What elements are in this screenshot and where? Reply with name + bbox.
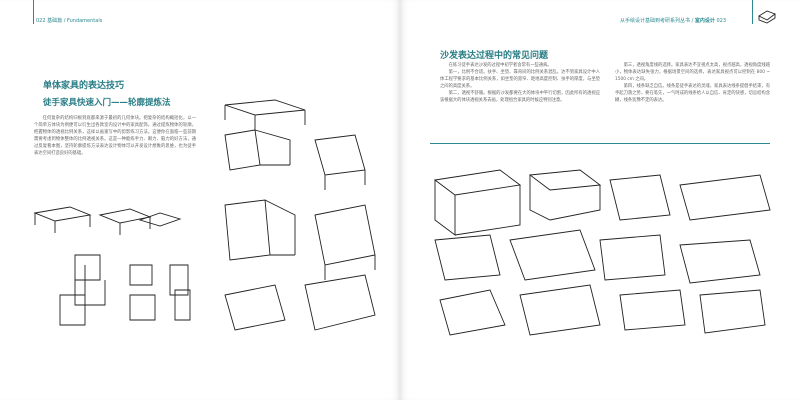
book-label: 室内设计	[694, 18, 715, 24]
paragraph: 第一，比例不合适。扶手、坐垫、靠背间的比例关系混乱，达不到家具设计中人体工程学要…	[440, 70, 600, 89]
paragraph: 第三，透视角度线的选择。家具表达不宜视点太高，视点越高，透视角度线越小，物体表达…	[615, 63, 770, 82]
page-header: 从手绘设计基础到考研系列丛书 / 室内设计 023	[620, 17, 726, 24]
page-header: 022 基础篇 / Fundamentals	[36, 17, 102, 24]
section-title: 单体家具的表达技巧	[43, 81, 125, 91]
sketch-boxes-left	[33, 206, 191, 326]
body-text: 任何复杂的结构归根到底都来源于最初的几何体块。把复杂的结构概括化，以一个简单方体…	[34, 115, 196, 157]
section-subtitle: 徒手家具快速入门——轮廓提炼法	[43, 98, 171, 108]
left-page: 022 基础篇 / Fundamentals 单体家具的表达技巧 徒手家具快速入…	[33, 0, 376, 331]
header-bar	[752, 0, 753, 24]
right-page: 从手绘设计基础到考研系列丛书 / 室内设计 023 沙发表达过程中的常见问题 在…	[400, 0, 800, 400]
paragraph: 任何复杂的结构归根到底都来源于最初的几何体块。把复杂的结构概括化，以一个简单方体…	[34, 116, 196, 156]
page-number: 022	[36, 18, 46, 24]
paragraph: 在练习徒手表达沙发的过程中初学者会常有一些通病。	[448, 63, 552, 68]
header-bar	[33, 0, 34, 24]
page-number: 023	[716, 18, 727, 24]
section-label: 基础篇 / Fundamentals	[47, 18, 103, 24]
series-label: 从手绘设计基础到考研系列丛书 /	[620, 18, 694, 24]
body-column-2: 第三，透视角度线的选择。家具表达不宜视点太高，视点越高，透视角度线越小，物体表达…	[615, 62, 770, 104]
paragraph: 第四，线条缺乏自信。线条是徒手表达的灵魂，家具表达线条提倡手结束，有手起刀落之势…	[615, 84, 770, 103]
divider	[430, 143, 770, 144]
sketch-sofas-right	[433, 169, 771, 336]
sketch-chairs-left	[224, 99, 376, 331]
logo-icon	[758, 10, 776, 24]
paragraph: 第二，透视不舒服。根据的沙发都要在大的体块中平行切割，因此所有的透视应该根据大的…	[440, 91, 600, 103]
body-column-1: 在练习徒手表达沙发的过程中初学者会常有一些通病。 第一，比例不合适。扶手、坐垫、…	[440, 62, 600, 104]
section-title: 沙发表达过程中的常见问题	[440, 51, 549, 61]
